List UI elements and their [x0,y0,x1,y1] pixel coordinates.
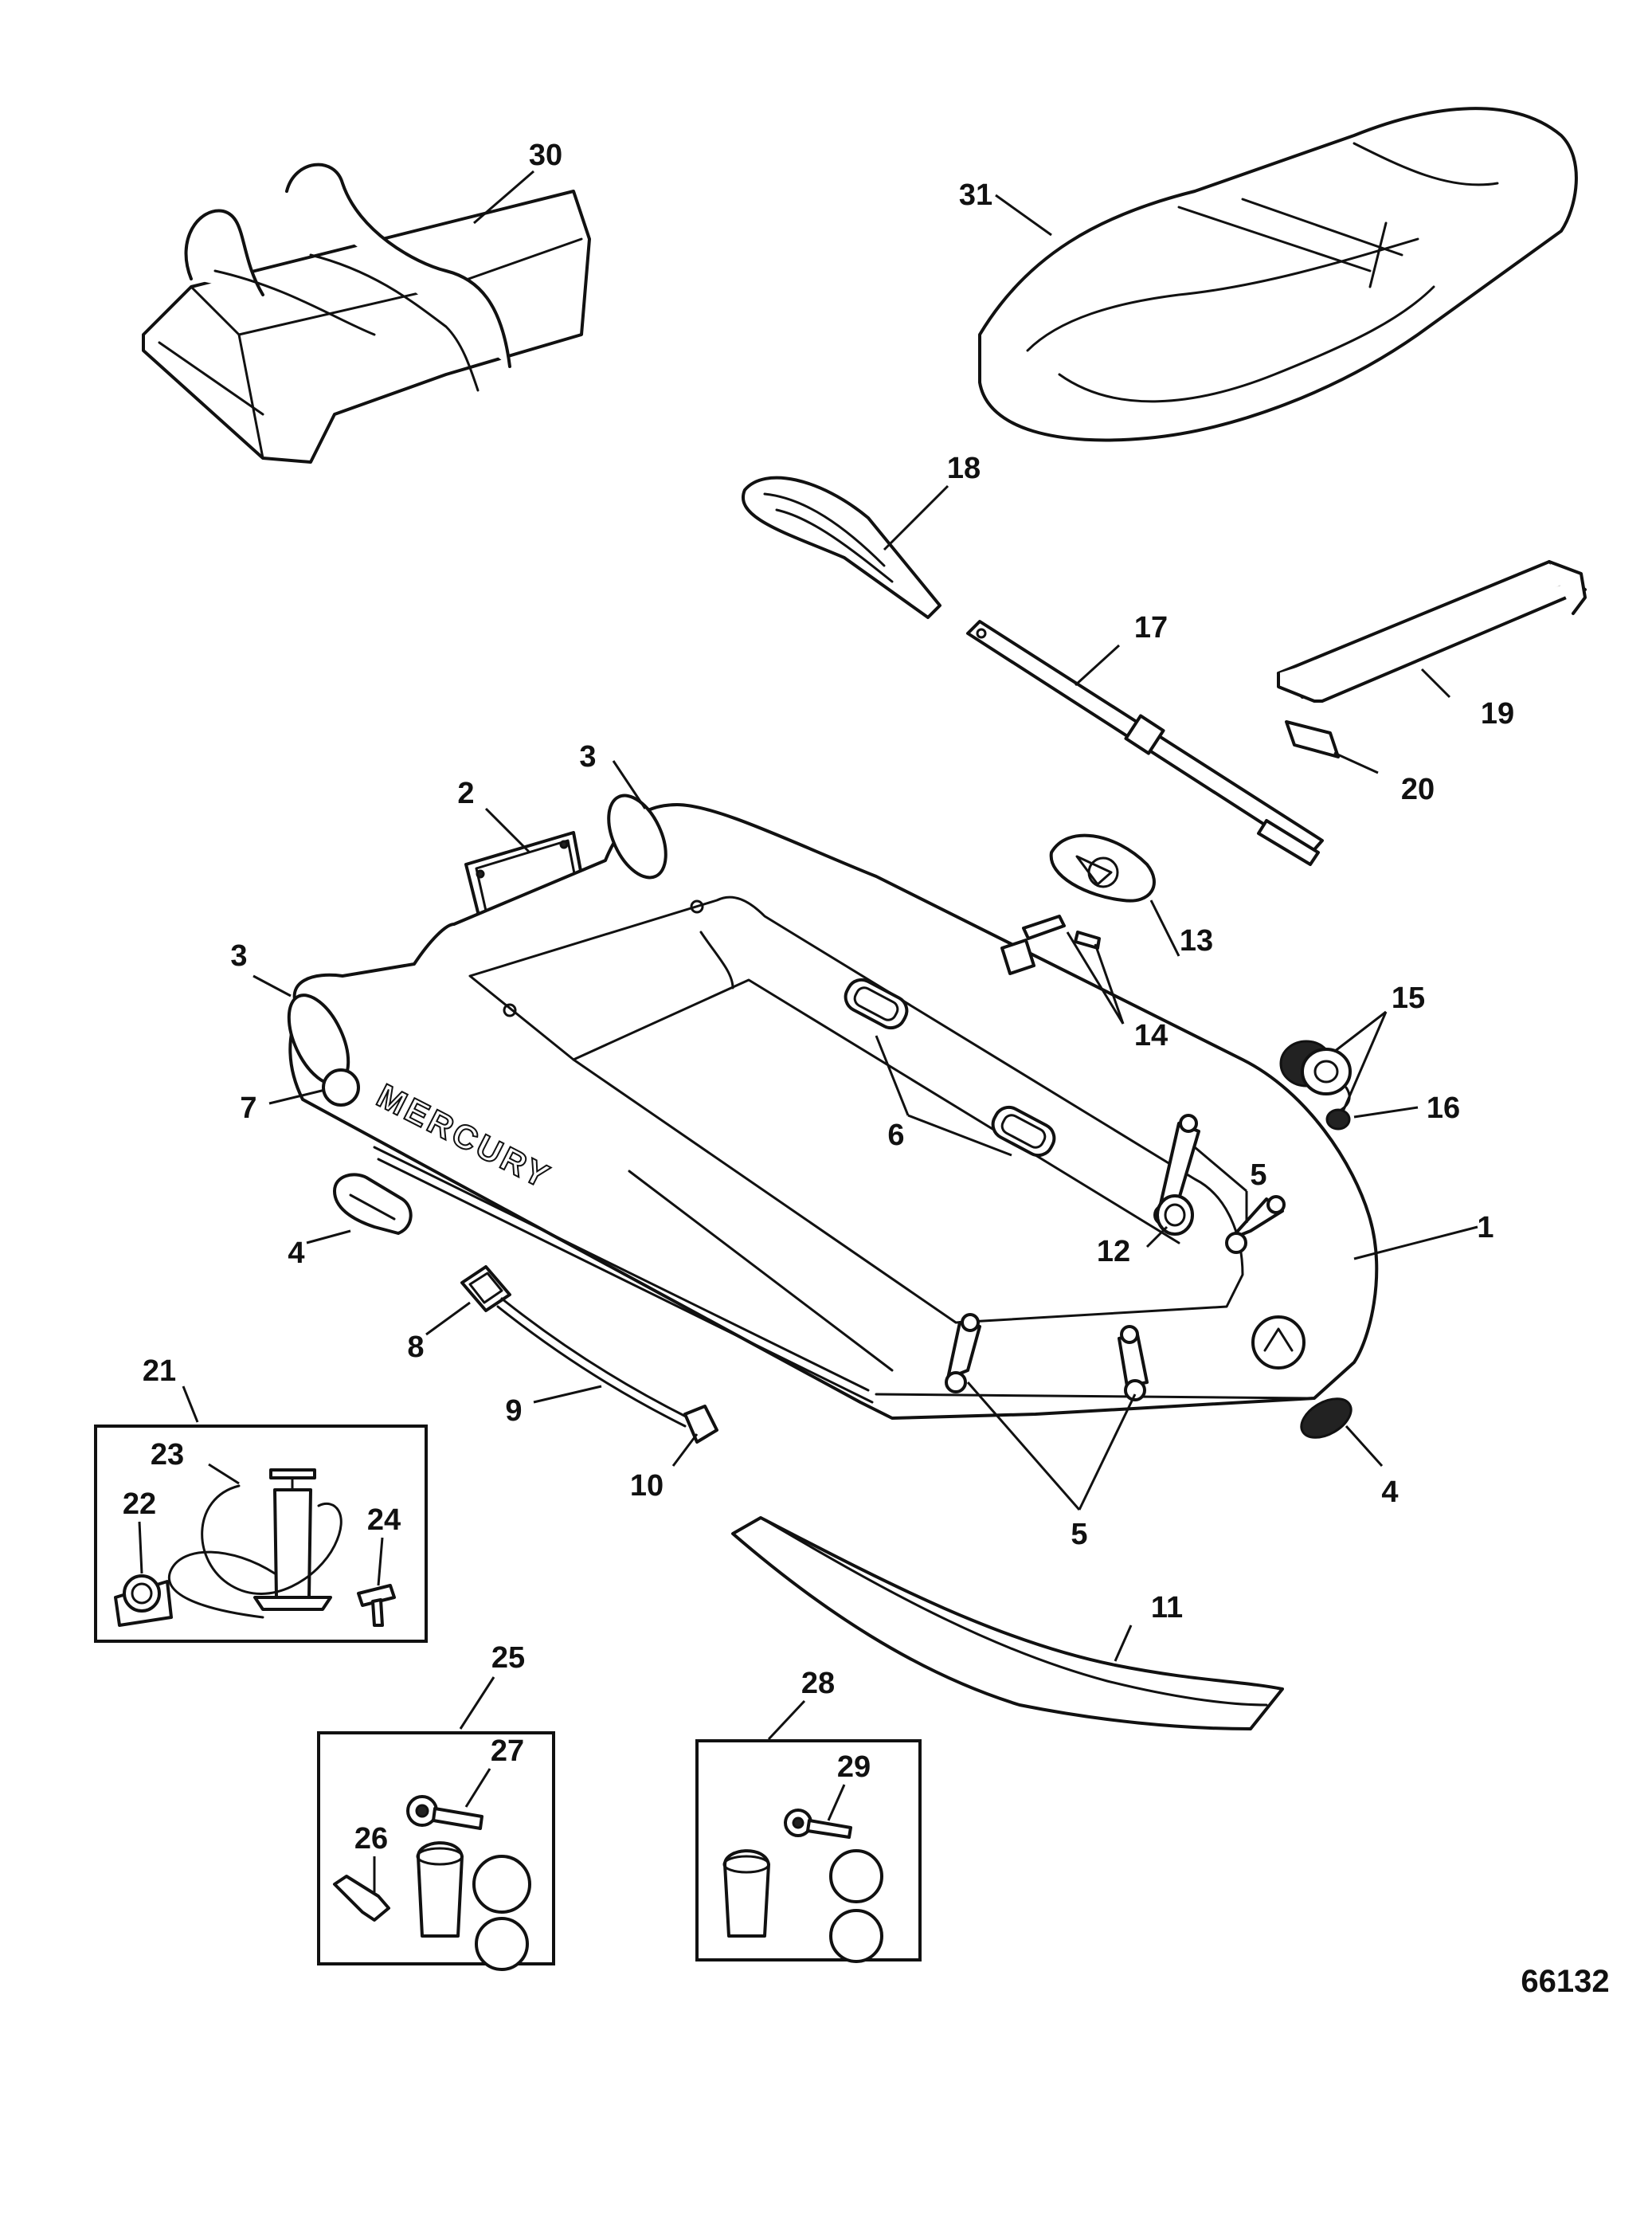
callout-10: 10 [630,1469,664,1503]
callout-5-upper: 5 [1250,1158,1266,1192]
callout-5-lower: 5 [1071,1518,1087,1551]
callout-19: 19 [1481,697,1514,731]
callout-27: 27 [491,1734,524,1768]
callout-7: 7 [240,1091,256,1125]
callout-25: 25 [491,1641,525,1675]
seat-bench-illustration [1277,560,1587,758]
oarlock-pin-illustration [1000,915,1101,975]
callout-8: 8 [407,1331,424,1364]
oar-shaft-illustration [966,620,1324,866]
callout-18: 18 [947,452,981,485]
callout-4-left: 4 [288,1236,304,1270]
oar-blade-illustration [742,476,941,619]
callout-17: 17 [1134,611,1168,645]
callout-24: 24 [367,1503,401,1537]
valve-kit-box [695,1739,922,1963]
figure-number: 66132 [1521,1964,1609,1999]
boat-hull-illustration: MERCURY [287,794,1379,1439]
callout-1: 1 [1477,1211,1493,1244]
callout-2: 2 [457,777,474,810]
callout-15: 15 [1392,982,1425,1015]
tow-line-illustration [460,1265,718,1444]
callout-9: 9 [505,1394,522,1428]
loose-handle-illustration [333,1173,413,1235]
callout-28: 28 [801,1667,835,1700]
callout-20: 20 [1401,773,1435,806]
boat-cover-illustration [978,107,1578,442]
callout-4-right: 4 [1381,1476,1398,1509]
oarlock-illustration [1049,833,1156,903]
callout-26: 26 [354,1822,388,1856]
keel-strip-illustration [731,1516,1284,1730]
callout-6: 6 [887,1119,904,1152]
carry-bag-illustration [142,163,591,464]
repair-kit-box [317,1731,555,1971]
callout-22: 22 [123,1487,156,1521]
callout-21: 21 [143,1354,176,1388]
callout-31: 31 [959,178,992,212]
callout-16: 16 [1427,1091,1460,1125]
callout-13: 13 [1180,924,1213,958]
leader-lines [138,170,1478,1892]
callout-14: 14 [1134,1019,1168,1052]
inflation-valve-illustration [1279,1040,1352,1131]
callout-12: 12 [1097,1235,1130,1268]
callout-labels: 30 31 18 17 19 20 2 3 3 7 4 8 9 10 13 14… [123,139,1514,1856]
callout-3-upper: 3 [579,740,596,774]
callout-29: 29 [837,1750,871,1784]
pump-kit-box [94,1425,428,1643]
callout-11: 11 [1151,1591,1183,1624]
callout-3-lower: 3 [230,939,247,973]
callout-23: 23 [151,1438,184,1472]
callout-30: 30 [529,139,562,172]
